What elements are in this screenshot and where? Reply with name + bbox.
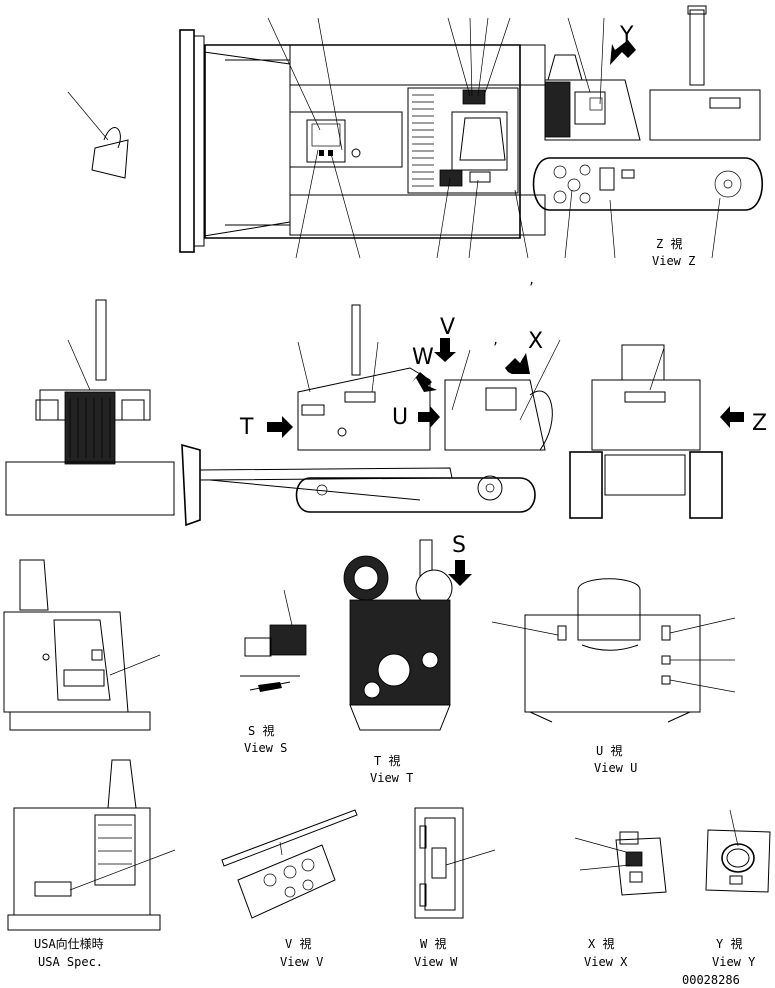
view-y: Y 視 View Y (705, 809, 771, 969)
view-s-jp: S 視 (248, 723, 274, 738)
usa-spec-cab: USA向仕様時 USA Spec. (7, 759, 176, 969)
rear-view: Z (569, 344, 767, 519)
main-side-view: T U V W X , (181, 304, 561, 527)
view-t-jp: T 視 (374, 753, 400, 768)
view-u-jp: U 視 (596, 743, 622, 758)
arrow-letter-y: Y (619, 23, 634, 48)
view-v-jp: V 視 (285, 936, 311, 951)
view-u-seat: U 視 View U (491, 578, 736, 775)
view-v-panel: V 視 View V (221, 809, 358, 969)
view-w: W 視 View W (414, 807, 496, 969)
view-t-engine: S T 視 View T (343, 533, 472, 785)
arrow-letter-z: Z (752, 411, 767, 436)
view-z-en: View Z (652, 254, 695, 268)
cab-detail-left (3, 559, 161, 731)
view-x-en: View X (584, 955, 628, 969)
view-z-side: Y Z 視 View Z (532, 5, 764, 268)
top-plan-view: , (67, 17, 546, 287)
arrow-letter-x: X (528, 329, 543, 354)
view-t-en: View T (370, 771, 413, 785)
view-w-jp: W 視 (420, 936, 446, 951)
drawing-number: 00028286 (682, 973, 740, 987)
arrow-letter-u: U (392, 405, 408, 430)
view-u-en: View U (594, 761, 637, 775)
view-s: S 視 View S (240, 589, 307, 755)
arrow-letter-s: S (452, 533, 466, 558)
front-view (5, 299, 175, 516)
arrow-letter-t: T (239, 415, 254, 440)
arrow-letter-w: W (412, 345, 434, 370)
view-s-en: View S (244, 741, 287, 755)
view-v-en: View V (280, 955, 323, 969)
comma-mark-mid: , (492, 333, 499, 347)
view-y-jp: Y 視 (716, 936, 742, 951)
view-z-jp: Z 視 (656, 236, 682, 251)
comma-mark: , (528, 273, 535, 287)
usa-spec-jp: USA向仕様時 (34, 936, 104, 951)
view-w-en: View W (414, 955, 458, 969)
view-y-en: View Y (712, 955, 756, 969)
usa-spec-en: USA Spec. (38, 955, 103, 969)
view-x: X 視 View X (574, 831, 667, 969)
view-x-jp: X 視 (588, 936, 614, 951)
arrow-letter-v: V (440, 315, 455, 340)
